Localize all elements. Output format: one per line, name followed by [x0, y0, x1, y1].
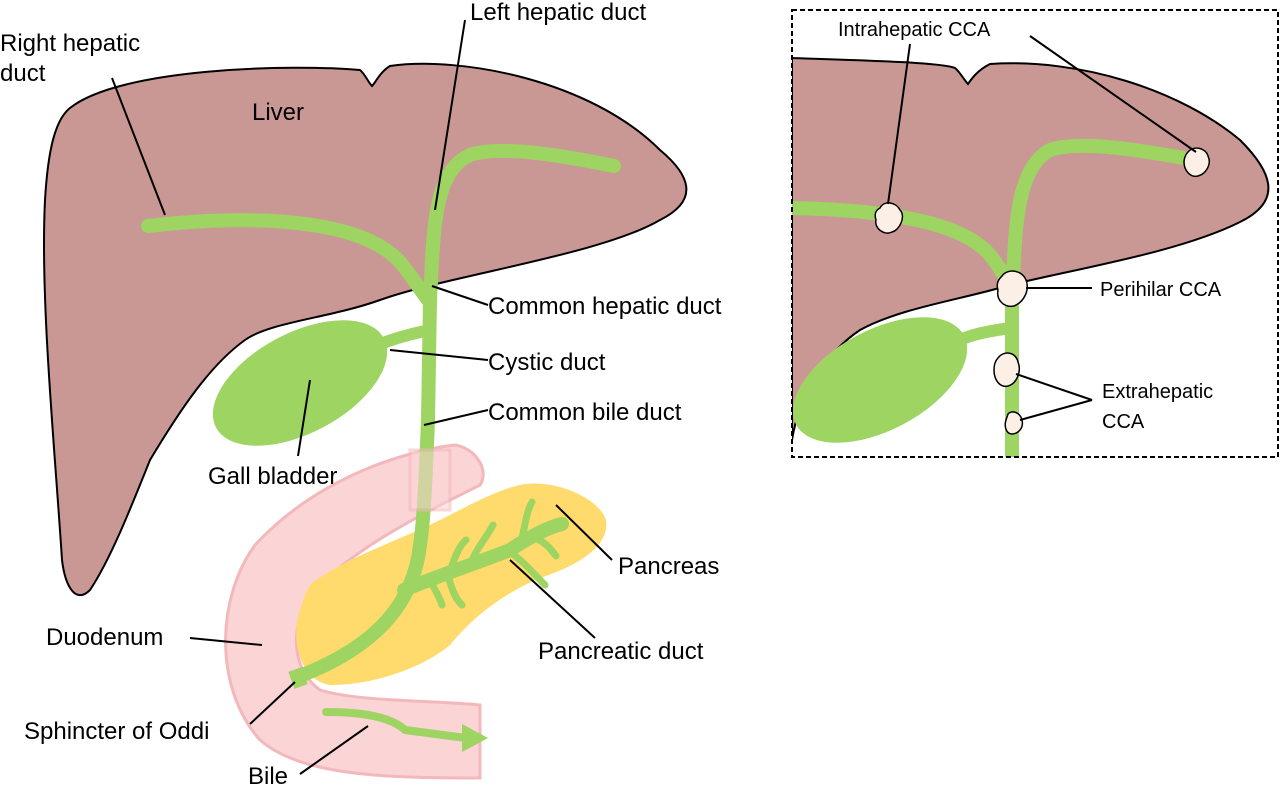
label-intrahepatic-cca: Intrahepatic CCA [838, 19, 991, 41]
duodenum [224, 443, 485, 780]
inset-left-hepatic-duct [1005, 138, 1202, 299]
pancreatic-duct-branch-7 [426, 576, 446, 609]
inset-gall-bladder [792, 317, 968, 443]
pancreatic-duct-branch-4 [466, 521, 497, 570]
main-labels: Right hepatic duct Left hepatic duct Liv… [0, 0, 722, 787]
tumor-perihilar [996, 270, 1028, 308]
main-diagram: Right hepatic duct Left hepatic duct Liv… [0, 0, 722, 787]
label-extrahepatic-cca-2: CCA [1102, 411, 1145, 433]
bile-flow-arrow [322, 708, 470, 742]
pancreatic-duct-branch-2 [506, 548, 549, 589]
tumor-extrahepatic-2 [1004, 411, 1024, 435]
inset-cca-diagram: Intrahepatic CCA Perihilar CCA Extrahepa… [791, 9, 1279, 458]
inset-border [791, 9, 1279, 458]
pancreatic-duct-branch-1 [516, 498, 536, 549]
inset-tumors [874, 147, 1210, 435]
label-right-hepatic-duct-2: duct [0, 60, 46, 87]
label-pancreatic-duct: Pancreatic duct [538, 638, 704, 665]
label-liver: Liver [252, 99, 304, 126]
pancreatic-duct-branch-3 [531, 534, 560, 560]
pancreatic-duct-branch-6 [444, 572, 466, 609]
bile-ducts [141, 143, 621, 742]
right-hepatic-duct [141, 213, 435, 307]
label-duodenum: Duodenum [46, 624, 163, 651]
label-right-hepatic-duct-1: Right hepatic [0, 30, 140, 57]
gall-bladder [212, 320, 388, 446]
left-hepatic-duct [423, 143, 621, 307]
inset-labels: Intrahepatic CCA Perihilar CCA Extrahepa… [838, 19, 1222, 433]
inset-leader-lines [887, 35, 1197, 421]
tumor-intrahepatic-2 [1183, 147, 1210, 178]
label-cystic-duct: Cystic duct [488, 349, 606, 376]
label-extrahepatic-cca-1: Extrahepatic [1102, 381, 1213, 403]
liver [43, 62, 688, 597]
label-bile: Bile [248, 763, 288, 787]
inset-cystic-duct [954, 322, 1018, 346]
label-gall-bladder: Gall bladder [208, 463, 337, 490]
tumor-extrahepatic-1 [993, 352, 1020, 388]
duodenum-overlay [408, 448, 452, 512]
label-common-hepatic-duct: Common hepatic duct [488, 293, 722, 320]
pancreatic-duct-branch-5 [446, 536, 470, 576]
bile-arrowhead [462, 724, 488, 752]
cystic-duct [372, 324, 436, 351]
label-common-bile-duct: Common bile duct [488, 399, 682, 426]
label-perihilar-cca: Perihilar CCA [1100, 279, 1222, 301]
label-sphincter-of-oddi: Sphincter of Oddi [24, 718, 209, 745]
label-pancreas: Pancreas [618, 553, 719, 580]
tumor-intrahepatic-1 [874, 202, 904, 234]
main-leader-lines [111, 19, 613, 775]
label-left-hepatic-duct: Left hepatic duct [470, 0, 646, 26]
